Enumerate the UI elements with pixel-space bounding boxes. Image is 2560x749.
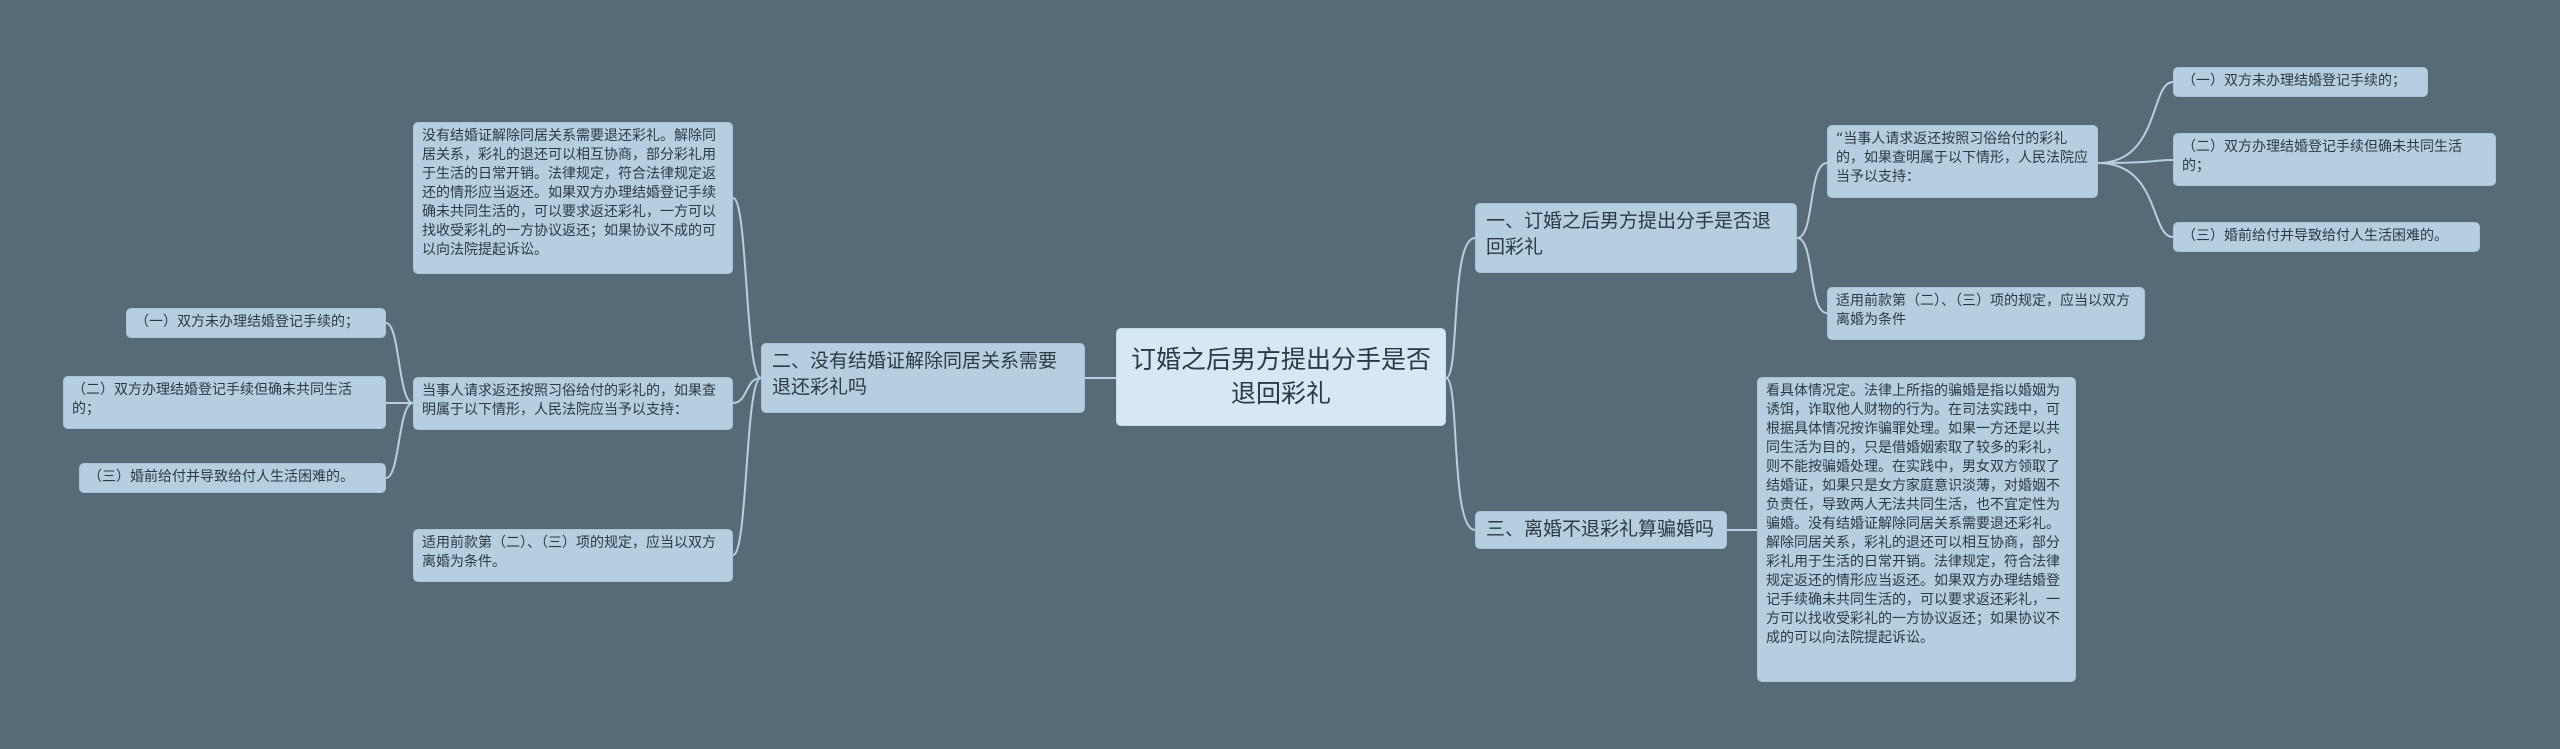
root-topic[interactable]: 订婚之后男方提出分手是否退回彩礼 xyxy=(1116,328,1446,426)
edge-b2-top xyxy=(732,197,762,379)
branch-2-item-2[interactable]: （二）双方办理结婚登记手续但确未共同生活的； xyxy=(63,376,386,429)
branch-3[interactable]: 三、离婚不退彩礼算骗婚吗 xyxy=(1475,511,1727,549)
edge-b1-quote xyxy=(1796,162,1828,239)
branch-3-label: 三、离婚不退彩礼算骗婚吗 xyxy=(1486,518,1715,540)
branch-2-top[interactable]: 没有结婚证解除同居关系需要退还彩礼。解除同居关系，彩礼的退还可以相互协商，部分彩… xyxy=(413,122,733,274)
branch-2-middle[interactable]: 当事人请求返还按照习俗给付的彩礼的，如果查明属于以下情形，人民法院应当予以支持： xyxy=(413,377,733,430)
branch-1-item-1-text: （一）双方未办理结婚登记手续的； xyxy=(2182,73,2406,89)
branch-1-item-1[interactable]: （一）双方未办理结婚登记手续的； xyxy=(2173,67,2428,97)
branch-1-quote-text: “当事人请求返还按照习俗给付的彩礼的，如果查明属于以下情形，人民法院应当予以支持… xyxy=(1836,131,2088,185)
edge-middle-item1 xyxy=(385,322,414,404)
branch-1-item-3[interactable]: （三）婚前给付并导致给付人生活困难的。 xyxy=(2173,222,2480,252)
branch-2-item-1[interactable]: （一）双方未办理结婚登记手续的； xyxy=(126,308,386,338)
branch-1-label: 一、订婚之后男方提出分手是否退回彩礼 xyxy=(1486,210,1772,258)
branch-3-detail[interactable]: 看具体情况定。法律上所指的骗婚是指以婚姻为诱饵，诈取他人财物的行为。在司法实践中… xyxy=(1757,377,2076,682)
edge-root-b3 xyxy=(1445,377,1476,531)
branch-1-note-text: 适用前款第（二）、（三）项的规定，应当以双方离婚为条件 xyxy=(1836,293,2130,328)
branch-2-bottom[interactable]: 适用前款第（二）、（三）项的规定，应当以双方离婚为条件。 xyxy=(413,529,733,582)
edge-b1-note xyxy=(1796,237,1828,314)
branch-1-note[interactable]: 适用前款第（二）、（三）项的规定，应当以双方离婚为条件 xyxy=(1827,287,2145,340)
edge-b2-middle xyxy=(732,377,762,404)
branch-2-top-text: 没有结婚证解除同居关系需要退还彩礼。解除同居关系，彩礼的退还可以相互协商，部分彩… xyxy=(422,128,716,258)
root-title: 订婚之后男方提出分手是否退回彩礼 xyxy=(1130,345,1431,408)
branch-2-item-2-text: （二）双方办理结婚登记手续但确未共同生活的； xyxy=(72,382,352,417)
branch-2-label: 二、没有结婚证解除同居关系需要退还彩礼吗 xyxy=(772,350,1058,398)
branch-2[interactable]: 二、没有结婚证解除同居关系需要退还彩礼吗 xyxy=(761,343,1085,413)
branch-2-middle-text: 当事人请求返还按照习俗给付的彩礼的，如果查明属于以下情形，人民法院应当予以支持： xyxy=(422,383,716,418)
edge-root-b1 xyxy=(1445,237,1476,379)
branch-1-item-2-text: （二）双方办理结婚登记手续但确未共同生活的； xyxy=(2182,139,2462,174)
branch-2-bottom-text: 适用前款第（二）、（三）项的规定，应当以双方离婚为条件。 xyxy=(422,535,716,570)
branch-1-quote[interactable]: “当事人请求返还按照习俗给付的彩礼的，如果查明属于以下情形，人民法院应当予以支持… xyxy=(1827,125,2098,198)
branch-1-item-3-text: （三）婚前给付并导致给付人生活困难的。 xyxy=(2182,228,2448,244)
edge-middle-item3 xyxy=(385,402,414,479)
branch-1[interactable]: 一、订婚之后男方提出分手是否退回彩礼 xyxy=(1475,203,1797,273)
branch-2-item-3-text: （三）婚前给付并导致给付人生活困难的。 xyxy=(88,469,354,485)
branch-2-item-1-text: （一）双方未办理结婚登记手续的； xyxy=(135,314,359,330)
branch-1-item-2[interactable]: （二）双方办理结婚登记手续但确未共同生活的； xyxy=(2173,133,2496,186)
edge-b2-bottom xyxy=(732,377,762,556)
branch-3-detail-text: 看具体情况定。法律上所指的骗婚是指以婚姻为诱饵，诈取他人财物的行为。在司法实践中… xyxy=(1766,383,2060,646)
branch-2-item-3[interactable]: （三）婚前给付并导致给付人生活困难的。 xyxy=(79,463,386,493)
edge-quote-item3 xyxy=(2097,162,2174,238)
edge-quote-item2 xyxy=(2097,159,2174,164)
edge-quote-item1 xyxy=(2097,81,2174,164)
